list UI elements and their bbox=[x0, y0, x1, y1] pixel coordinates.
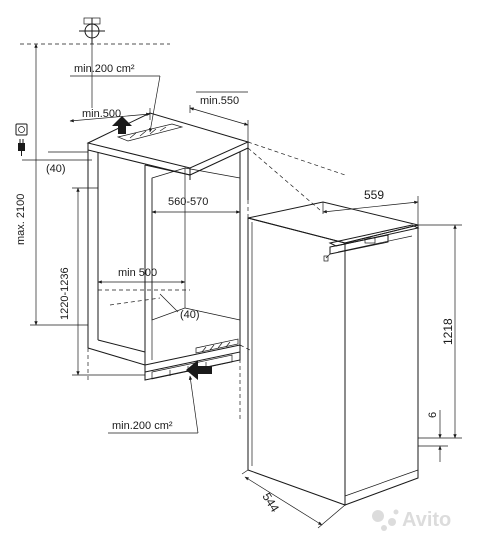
power-plug-icon bbox=[18, 139, 25, 156]
label-offset-inner: (40) bbox=[180, 309, 200, 321]
label-width-top: min.550 bbox=[200, 95, 239, 107]
label-appliance-height: 1218 bbox=[441, 318, 455, 345]
label-appliance-width: 559 bbox=[364, 188, 384, 202]
label-depth-top: min.500 bbox=[82, 108, 121, 120]
plumb-target-icon bbox=[79, 17, 105, 44]
label-total-height: max. 2100 bbox=[15, 194, 27, 245]
label-plinth-gap: 6 bbox=[427, 412, 439, 418]
airflow-arrow-in-icon bbox=[186, 360, 212, 380]
label-vent-bottom-area: min.200 cm² bbox=[112, 420, 173, 432]
label-niche-height: 1220-1236 bbox=[59, 267, 71, 320]
power-socket-icon bbox=[15, 123, 28, 136]
floor-vent-slot bbox=[195, 338, 239, 354]
label-appliance-depth: 544 bbox=[259, 490, 282, 515]
avito-watermark: Avito bbox=[372, 509, 451, 531]
top-vent-slot bbox=[116, 123, 184, 142]
appliance-fridge bbox=[247, 201, 420, 506]
label-niche-width: 560-570 bbox=[168, 196, 208, 208]
watermark-brand: Avito bbox=[402, 509, 451, 531]
airflow-arrow-up-icon bbox=[112, 116, 132, 134]
label-depth-inner: min 500 bbox=[118, 267, 157, 279]
niche-cabinet bbox=[86, 112, 250, 420]
label-offset-left: (40) bbox=[46, 163, 66, 175]
label-vent-top-area: min.200 cm² bbox=[74, 63, 135, 75]
